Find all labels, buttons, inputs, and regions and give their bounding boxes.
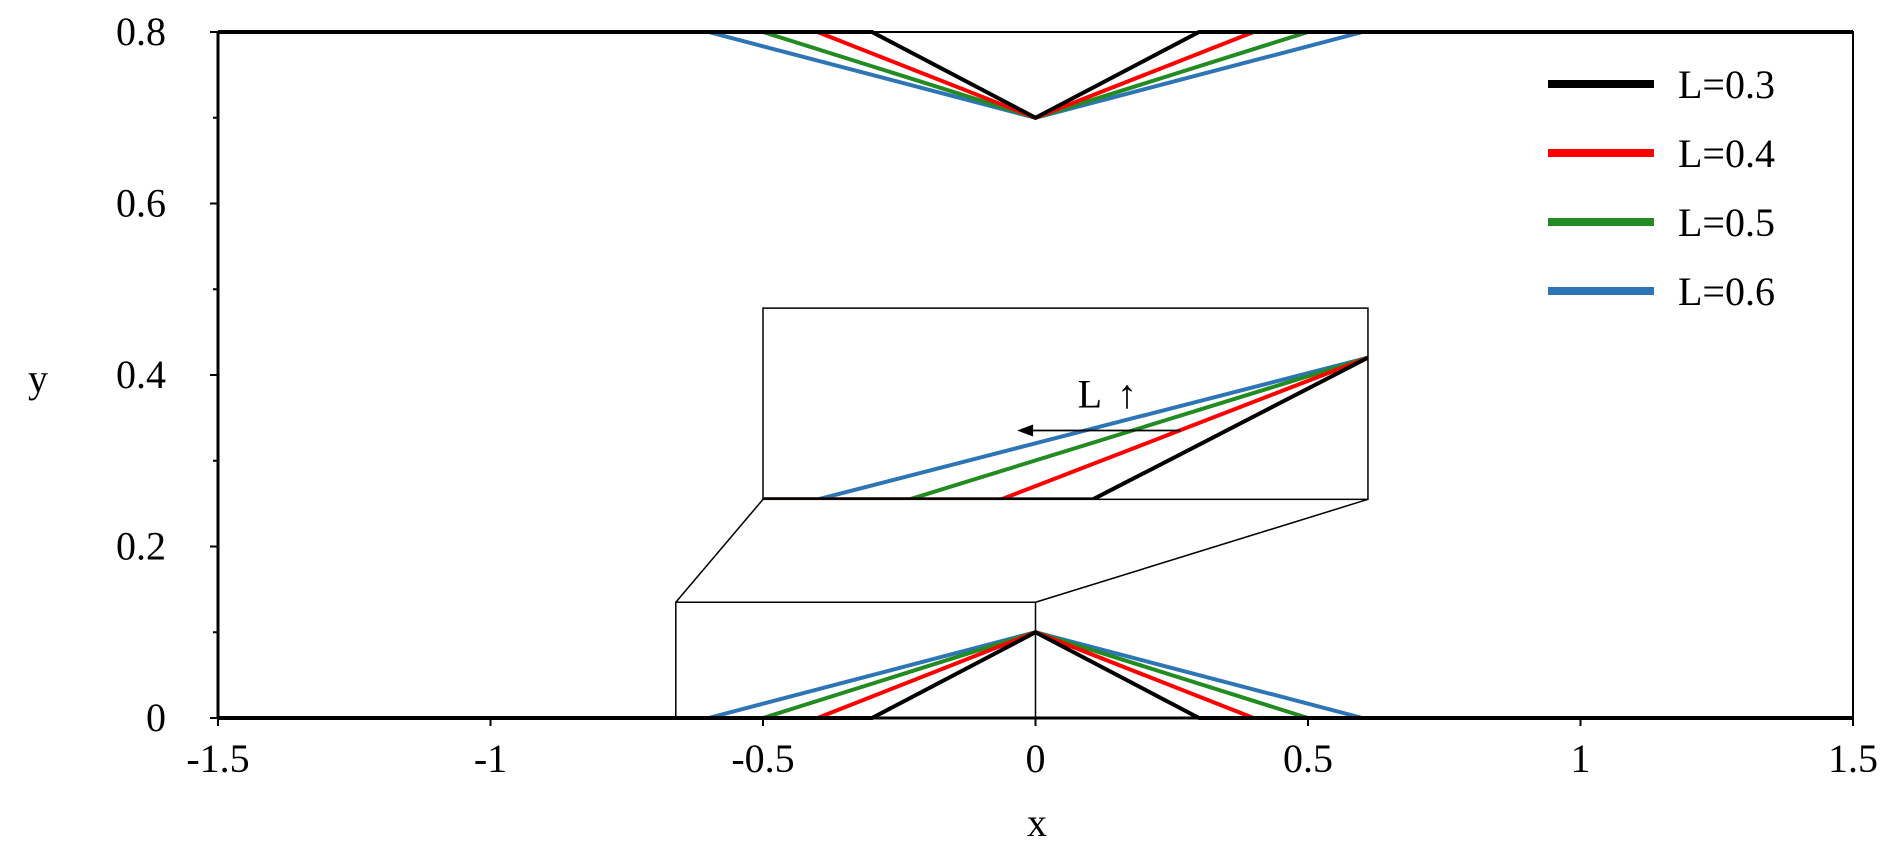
y-axis-title: y bbox=[28, 356, 48, 401]
x-tick-label: 0 bbox=[1026, 736, 1046, 781]
x-axis-title: x bbox=[1027, 800, 1047, 845]
inset-connector-right bbox=[1035, 498, 1369, 603]
series-line-top bbox=[218, 30, 1853, 121]
inset-lines bbox=[763, 355, 1368, 500]
y-tick-label: 0.8 bbox=[116, 9, 166, 54]
axes: -1.5 -1 -0.5 0 0.5 1 1.5 0 0.2 0.4 0.6 0.8 bbox=[116, 9, 1878, 781]
y-tick-label: 0.6 bbox=[116, 181, 166, 226]
inset-series-line bbox=[763, 355, 1368, 500]
x-tick-label: 1 bbox=[1571, 736, 1591, 781]
x-tick-label: -1 bbox=[474, 736, 507, 781]
inset-annotation-label: L bbox=[1078, 372, 1102, 417]
series-line-top bbox=[218, 30, 1853, 120]
series-line-top bbox=[218, 30, 1853, 120]
series-line-top bbox=[218, 30, 1853, 120]
inset-source-box bbox=[675, 601, 1037, 719]
x-tick-label: -1.5 bbox=[186, 736, 249, 781]
x-tick-label: 1.5 bbox=[1828, 736, 1878, 781]
legend-label: L=0.3 bbox=[1678, 62, 1775, 107]
legend-label: L=0.5 bbox=[1678, 200, 1775, 245]
y-tick-label: 0.4 bbox=[116, 352, 166, 397]
legend-label: L=0.4 bbox=[1678, 131, 1775, 176]
inset-series-line bbox=[763, 355, 1368, 500]
x-tick-label: -0.5 bbox=[731, 736, 794, 781]
inset-annotation-arrow: ↑ bbox=[1117, 372, 1137, 417]
y-tick-label: 0.2 bbox=[116, 524, 166, 569]
inset-series-line bbox=[763, 355, 1368, 500]
inset-series-line bbox=[763, 355, 1368, 500]
legend-label: L=0.6 bbox=[1678, 269, 1775, 314]
inset-arrow-head bbox=[1017, 424, 1034, 437]
legend: L=0.3L=0.4L=0.5L=0.6 bbox=[1548, 62, 1775, 314]
inset-box bbox=[762, 307, 1369, 501]
inset-connector-left bbox=[675, 498, 764, 603]
y-tick-label: 0 bbox=[146, 695, 166, 740]
x-tick-label: 0.5 bbox=[1283, 736, 1333, 781]
inset-zoom: L↑ bbox=[675, 307, 1369, 719]
